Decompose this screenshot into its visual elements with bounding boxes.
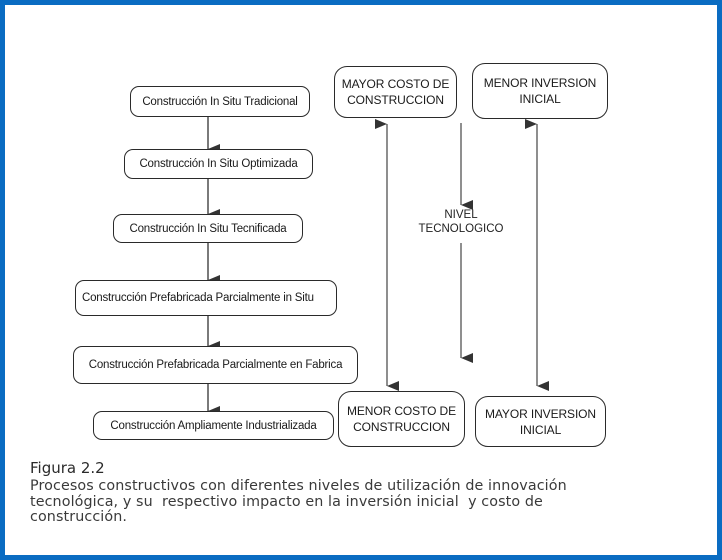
investment-high-label: MAYOR INVERSION INICIAL	[485, 406, 596, 437]
caption-line-3: construcción.	[30, 509, 128, 525]
cost-high-box: MAYOR COSTO DE CONSTRUCCION	[334, 66, 457, 118]
flow-step-label: Construcción In Situ Tradicional	[142, 95, 298, 108]
flow-step-label: Construcción In Situ Optimizada	[139, 158, 298, 170]
flow-step-2: Construcción In Situ Optimizada	[124, 149, 313, 179]
flow-step-4: Construcción Prefabricada Parcialmente i…	[75, 280, 337, 316]
flow-step-6: Construcción Ampliamente Industrializada	[93, 411, 334, 440]
tech-level-label: NIVEL TECNOLOGICO	[405, 208, 517, 236]
caption-line-2: tecnológica, y su respectivo impacto en …	[30, 493, 543, 510]
flow-step-5: Construcción Prefabricada Parcialmente e…	[73, 346, 358, 384]
flow-step-label: Construcción Prefabricada Parcialmente e…	[88, 359, 343, 371]
caption-line-1: Procesos constructivos con diferentes ni…	[30, 478, 567, 494]
investment-low-label: MENOR INVERSION INICIAL	[483, 76, 597, 106]
flow-step-label: Construcción Prefabricada Parcialmente i…	[82, 292, 314, 304]
caption-text: Procesos constructivos con diferentes ni…	[30, 478, 650, 526]
flow-step-label: Construcción Ampliamente Industrializada	[110, 419, 317, 432]
tech-level-line-1: NIVEL	[444, 209, 478, 221]
figure-caption: Figura 2.2 Procesos constructivos con di…	[30, 459, 650, 526]
investment-high-box: MAYOR INVERSION INICIAL	[475, 396, 606, 447]
investment-low-box: MENOR INVERSION INICIAL	[472, 63, 608, 119]
figure-label: Figura 2.2	[30, 459, 105, 477]
cost-low-box: MENOR COSTO DE CONSTRUCCION	[338, 391, 465, 447]
tech-level-line-2: TECNOLOGICO	[418, 223, 504, 235]
cost-high-label: MAYOR COSTO DE CONSTRUCCION	[341, 77, 450, 107]
flow-step-3: Construcción In Situ Tecnificada	[113, 214, 303, 243]
flow-step-1: Construcción In Situ Tradicional	[130, 86, 310, 117]
flow-step-label: Construcción In Situ Tecnificada	[129, 222, 287, 235]
cost-low-label: MENOR COSTO DE CONSTRUCCION	[346, 404, 457, 434]
